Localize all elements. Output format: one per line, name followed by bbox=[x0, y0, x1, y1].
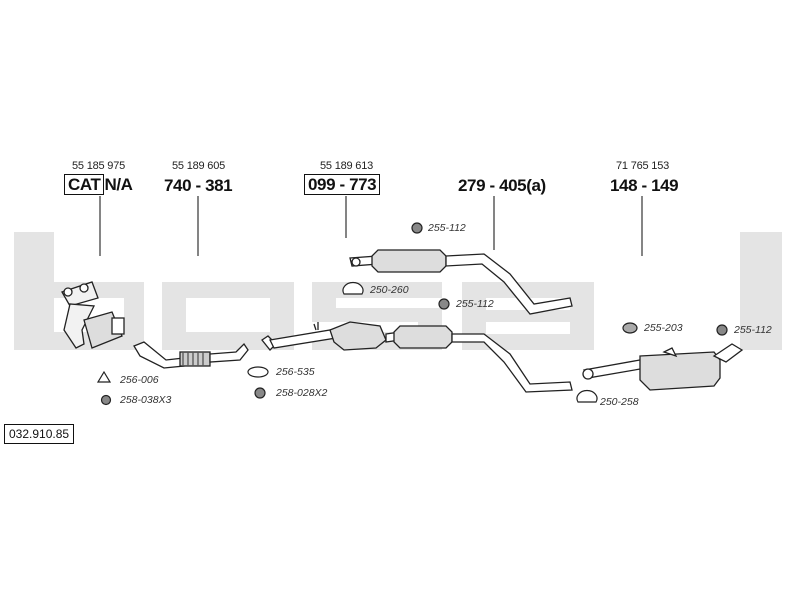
reference-code: 032.910.85 bbox=[4, 424, 75, 444]
fitting-code: 250-260 bbox=[370, 284, 409, 296]
oem-number-099: 55 189 613 bbox=[320, 160, 374, 172]
part-number-279: 279 - 405(a) bbox=[458, 176, 546, 195]
mount-icon-c bbox=[622, 322, 638, 334]
nut-icon bbox=[100, 394, 112, 406]
fitting-code: 255-203 bbox=[644, 322, 683, 334]
part-plain-cat: N/A bbox=[104, 175, 133, 194]
rubber-mount-icon-b bbox=[438, 298, 450, 310]
nut-hex-icon bbox=[254, 387, 266, 399]
clamp-icon-b bbox=[576, 389, 598, 403]
fitting-code: 258-038X3 bbox=[120, 394, 172, 406]
clamp-icon-a bbox=[342, 281, 364, 295]
front-pipe-part[interactable] bbox=[133, 341, 249, 369]
part-boxed-cat: CAT bbox=[64, 174, 105, 195]
rubber-mount-icon-d bbox=[716, 324, 728, 336]
oem-number-740: 55 189 605 bbox=[172, 160, 226, 172]
catalytic-converter-part[interactable] bbox=[61, 281, 125, 349]
part-number-740: 740 - 381 bbox=[164, 176, 233, 195]
rear-silencer-part[interactable] bbox=[582, 343, 744, 391]
fitting-code: 256-535 bbox=[276, 366, 315, 378]
rubber-mount-icon-a bbox=[411, 222, 423, 234]
fitting-code: 255-112 bbox=[428, 222, 466, 234]
part-number-099: 099 - 773 bbox=[304, 174, 381, 195]
fitting-code: 250-258 bbox=[600, 396, 639, 408]
oem-number-cat: 55 185 975 bbox=[72, 160, 126, 172]
middle-catalyst-part[interactable] bbox=[261, 321, 573, 393]
fitting-code: 255-112 bbox=[734, 324, 772, 336]
fitting-code: 258-028X2 bbox=[276, 387, 328, 399]
intermediate-box-part[interactable] bbox=[349, 249, 573, 315]
gasket-triangle-icon bbox=[96, 370, 112, 383]
part-number-148: 148 - 149 bbox=[610, 176, 679, 195]
oem-number-148: 71 765 153 bbox=[616, 160, 670, 172]
gasket-ring-icon bbox=[247, 366, 269, 378]
fitting-code: 256-006 bbox=[120, 374, 159, 386]
part-boxed-099: 099 - 773 bbox=[304, 174, 381, 195]
watermark-bosal bbox=[14, 232, 782, 350]
fitting-code: 255-112 bbox=[456, 298, 494, 310]
